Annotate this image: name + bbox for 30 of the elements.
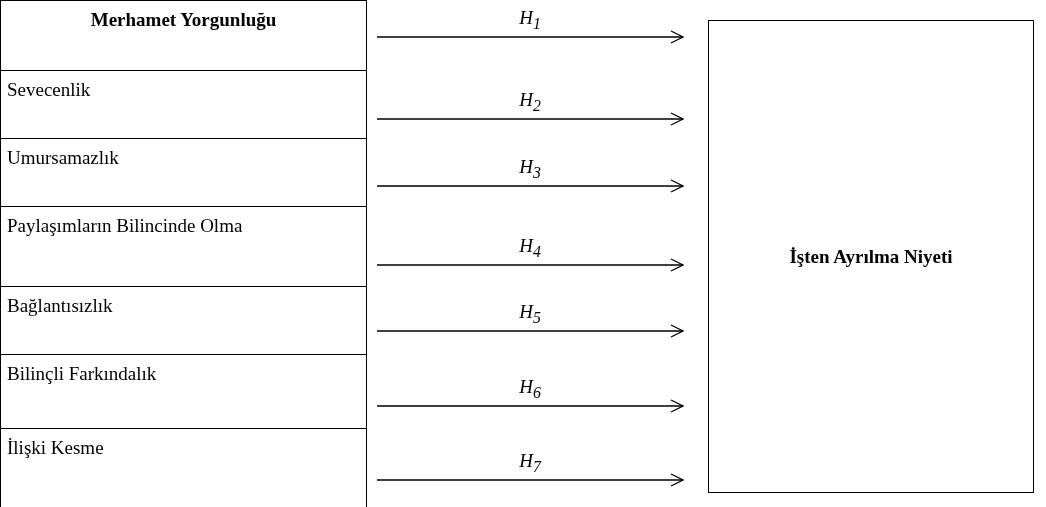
edge-label: H$_{3}$ <box>518 157 542 181</box>
variable-box <box>0 206 367 287</box>
edge-label: H$_{4}$ <box>518 236 542 260</box>
variable-box <box>0 428 367 507</box>
variable-label: Bağlantısızlık <box>7 295 114 317</box>
variable-box <box>0 286 367 355</box>
edge-label: H$_{1}$ <box>518 8 542 32</box>
arrow <box>376 30 684 44</box>
arrow <box>376 473 684 487</box>
edge-label: H$_{2}$ <box>518 90 542 114</box>
variable-box <box>0 70 367 139</box>
variable-box <box>0 354 367 429</box>
variable-box <box>0 0 367 71</box>
edge-label: H$_{5}$ <box>518 302 542 326</box>
arrow <box>376 399 684 413</box>
variable-label: İlişki Kesme <box>7 437 105 459</box>
outcome-box <box>708 20 1034 493</box>
variable-label: Umursamazlık <box>7 147 120 169</box>
edge-label: H$_{7}$ <box>518 451 543 475</box>
variable-label: Paylaşımların Bilincinde Olma <box>7 215 244 237</box>
arrow <box>376 179 684 193</box>
variable-label: Bilinçli Farkındalık <box>7 363 158 385</box>
variable-box <box>0 138 367 207</box>
arrow <box>376 112 684 126</box>
heading-label: Merhamet Yorgunluğu <box>89 9 278 31</box>
arrow <box>376 258 684 272</box>
variable-label: Sevecenlik <box>7 79 92 101</box>
arrow <box>376 324 684 338</box>
edge-label: H$_{6}$ <box>518 377 542 401</box>
outcome-label: İşten Ayrılma Niyeti <box>789 245 953 268</box>
